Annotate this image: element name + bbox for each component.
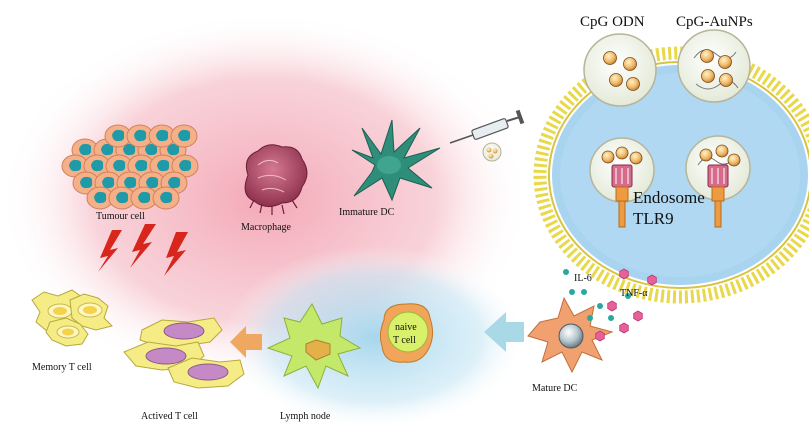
cytokine-il6-dot bbox=[563, 269, 569, 275]
block-arrow-icon bbox=[230, 326, 262, 358]
cytokine-tnf-hexagon bbox=[619, 268, 629, 280]
nanoparticle-icon bbox=[482, 142, 502, 162]
cytokine-il6-dot bbox=[569, 289, 575, 295]
cytokine-tnf-hexagon bbox=[619, 322, 629, 334]
label-naive: naive bbox=[395, 322, 417, 333]
tumour-nucleus bbox=[156, 129, 169, 142]
cytokine-tnf-hexagon bbox=[595, 330, 605, 342]
tumour-nucleus bbox=[160, 191, 173, 204]
cytokine-tnf-hexagon bbox=[633, 310, 643, 322]
endosome-right bbox=[685, 135, 751, 201]
label-cpg-aunps: CpG-AuNPs bbox=[676, 14, 753, 30]
tumour-nucleus bbox=[124, 176, 137, 189]
label-memory-t-cell: Memory T cell bbox=[32, 362, 92, 373]
lymph-node-zone bbox=[223, 246, 527, 430]
label-tumour-cell: Tumour cell bbox=[96, 211, 145, 222]
immature-dc-cell bbox=[351, 119, 441, 202]
activated-t-cell-group bbox=[123, 317, 245, 389]
tumour-nucleus bbox=[157, 159, 170, 172]
macrophage-cell bbox=[244, 144, 308, 215]
receptor-icon bbox=[707, 164, 729, 228]
label-immature-dc: Immature DC bbox=[339, 207, 395, 218]
tumour-nucleus bbox=[178, 129, 191, 142]
cytokine-tnf-hexagon bbox=[607, 300, 617, 312]
tumour-nucleus bbox=[134, 129, 147, 142]
label-naive-t-cell: T cell bbox=[393, 335, 416, 346]
tumour-nucleus bbox=[138, 191, 151, 204]
cytokine-dots bbox=[563, 268, 657, 342]
tumour-nucleus bbox=[168, 176, 181, 189]
label-mature-dc: Mature DC bbox=[532, 383, 578, 394]
cytokine-il6-dot bbox=[625, 293, 631, 299]
tumour-nucleus bbox=[146, 176, 159, 189]
tumour-nucleus bbox=[167, 143, 180, 156]
tumour-nucleus bbox=[101, 143, 114, 156]
block-arrow-icon bbox=[484, 312, 524, 352]
cytokine-il6-dot bbox=[608, 315, 614, 321]
label-tnf-alpha: TNF-α bbox=[620, 288, 648, 299]
tumour-nucleus bbox=[102, 176, 115, 189]
cpg-odn-vesicle bbox=[583, 33, 657, 107]
tumour-nucleus bbox=[145, 143, 158, 156]
cytokine-il6-dot bbox=[581, 289, 587, 295]
lymph-node-cell bbox=[266, 303, 362, 390]
memory-t-cell-group bbox=[31, 289, 113, 347]
cytokine-il6-dot bbox=[597, 303, 603, 309]
tumour-nucleus bbox=[113, 159, 126, 172]
label-cpg-odn: CpG ODN bbox=[580, 14, 645, 30]
naive-t-cell bbox=[379, 303, 434, 363]
tumour-nucleus bbox=[94, 191, 107, 204]
cytokine-il6-dot bbox=[587, 315, 593, 321]
receptor-icon bbox=[611, 164, 633, 228]
label-tlr9: TLR9 bbox=[633, 209, 674, 228]
target-cell bbox=[533, 46, 809, 304]
tumour-nucleus bbox=[69, 159, 82, 172]
tumour-cell-cluster bbox=[61, 124, 199, 210]
cytokine-tnf-hexagon bbox=[647, 274, 657, 286]
tumour-nucleus bbox=[179, 159, 192, 172]
tumour-nucleus bbox=[80, 176, 93, 189]
label-macrophage: Macrophage bbox=[241, 222, 292, 233]
tumour-nucleus bbox=[123, 143, 136, 156]
tumour-nucleus bbox=[135, 159, 148, 172]
tumour-nucleus bbox=[91, 159, 104, 172]
tumour-nucleus bbox=[79, 143, 92, 156]
tumour-nucleus bbox=[116, 191, 129, 204]
label-actived-t-cell: Actived T cell bbox=[141, 411, 198, 422]
label-endosome: Endosome bbox=[633, 188, 705, 207]
cpg-aunps-vesicle bbox=[677, 29, 751, 103]
label-il6: IL-6 bbox=[574, 273, 592, 284]
syringe-icon bbox=[449, 109, 525, 144]
label-lymph-node: Lymph node bbox=[280, 411, 331, 422]
lightning-bolt-icon bbox=[98, 224, 188, 276]
tumour-nucleus bbox=[112, 129, 125, 142]
